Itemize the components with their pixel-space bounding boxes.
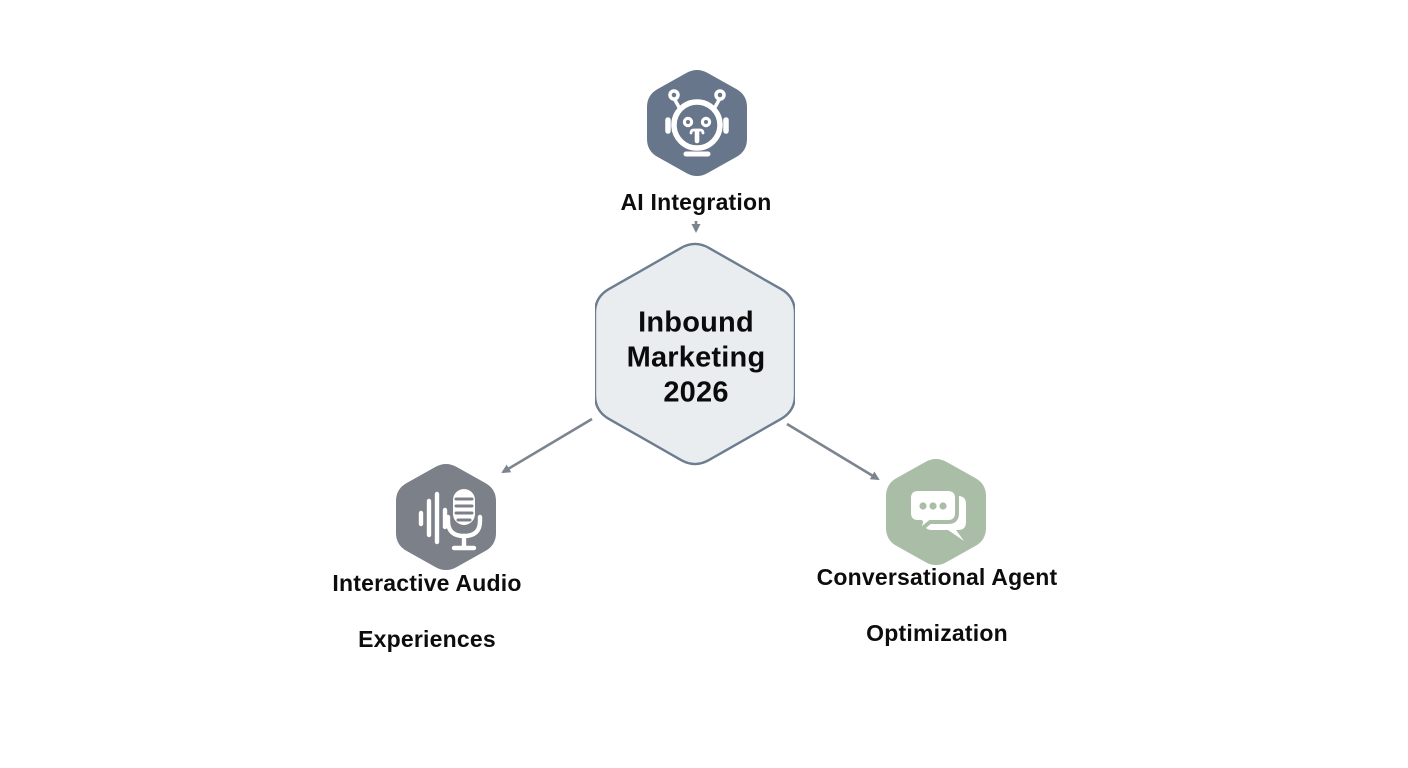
center-title-line1: Inbound bbox=[638, 306, 754, 339]
center-title-line3: 2026 bbox=[663, 376, 729, 409]
label-conversational-agent-line1: Conversational Agent bbox=[816, 563, 1058, 590]
node-ai-integration bbox=[647, 67, 747, 179]
chat-bubbles-icon bbox=[907, 487, 966, 541]
center-title: Inbound Marketing 2026 bbox=[627, 305, 766, 410]
node-center bbox=[595, 240, 795, 468]
hexagon-shape bbox=[396, 463, 496, 571]
label-interactive-audio: Interactive Audio Experiences bbox=[332, 541, 521, 681]
hexagon-shape bbox=[595, 242, 795, 466]
label-interactive-audio-line1: Interactive Audio bbox=[332, 569, 522, 596]
label-interactive-audio-line2: Experiences bbox=[358, 626, 496, 653]
microphone-waveform-icon bbox=[418, 489, 483, 551]
node-conversational-agent bbox=[886, 456, 986, 568]
center-title-line2: Marketing bbox=[626, 341, 766, 374]
label-ai-integration: AI Integration bbox=[620, 188, 772, 215]
node-interactive-audio bbox=[396, 461, 496, 573]
label-conversational-agent-line2: Optimization bbox=[866, 620, 1008, 647]
label-conversational-agent: Conversational Agent Optimization bbox=[817, 535, 1058, 675]
hexagon-shape bbox=[886, 458, 986, 566]
robot-icon bbox=[665, 89, 729, 157]
arrow-center-to-right bbox=[786, 422, 880, 481]
hexagon-shape bbox=[647, 69, 747, 177]
arrow-center-to-left bbox=[501, 417, 593, 474]
